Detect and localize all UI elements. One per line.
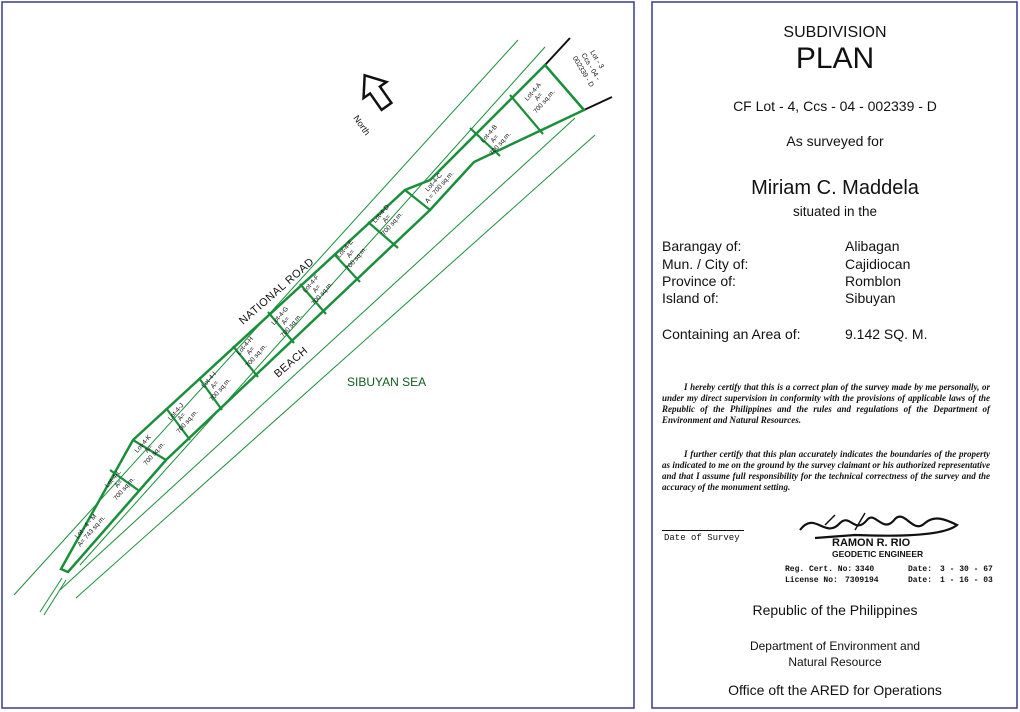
beach-label: BEACH <box>272 345 310 381</box>
national-road-line-right <box>79 46 546 566</box>
lot-divider <box>509 94 544 135</box>
lot-divider <box>198 377 223 411</box>
lot-area: A= <box>312 284 323 295</box>
date-of-survey-line <box>662 530 744 531</box>
barangay-value: Alibagan <box>845 238 900 254</box>
lot-label: Lot-4-HA=700 sq.m. <box>235 335 268 369</box>
reg-cert-label: Reg. Cert. No: <box>785 565 853 574</box>
department-line-1: Department of Environment and <box>749 639 921 653</box>
lot-divider <box>333 253 361 283</box>
lot-labels: Lot-4-AA=700 sq.m.Lot-4-BA=700 sq.m.Lot-… <box>74 81 557 548</box>
beach-line-right <box>75 134 596 599</box>
license-date-label: Date: <box>908 576 933 585</box>
lot-label: Lot-4-LA=700 sq.m. <box>104 469 137 502</box>
north-arrow-icon <box>362 73 394 112</box>
province-label: Province of: <box>662 273 736 289</box>
lot-label: Lot-4-IA=700 sq.m. <box>200 371 232 403</box>
republic-label: Republic of the Philippines <box>752 602 918 618</box>
lot-label: Lot-4-CA = 700 sq.m. <box>424 170 456 205</box>
certification-paragraph-2: I further certify that this plan accurat… <box>662 449 990 492</box>
tail-line-1 <box>39 577 63 613</box>
lot-divider <box>404 189 431 211</box>
city-value: Cajidiocan <box>845 256 911 272</box>
plan-type-label: SUBDIVISION <box>783 24 887 41</box>
license-number: 7309194 <box>845 576 879 585</box>
lot-divider <box>132 439 167 461</box>
island-value: Sibuyan <box>845 290 896 306</box>
lot-area: A= <box>144 444 155 455</box>
lot-label: Lot-4-FA=700 sq.m. <box>302 274 335 307</box>
surveyed-for-label: As surveyed for <box>786 133 884 149</box>
right-panel-border <box>651 1 1018 709</box>
north-label: North <box>351 113 372 137</box>
lot-area: A= <box>246 346 257 357</box>
island-label: Island of: <box>662 290 719 306</box>
lot-divider <box>165 407 191 441</box>
province-value: Romblon <box>845 273 902 289</box>
license-label: License No: <box>785 576 838 585</box>
subdivision-outline <box>59 63 587 574</box>
lot3-boundary-top <box>544 37 571 66</box>
lot-divider <box>469 127 501 157</box>
owner-name: Miriam C. Maddela <box>751 177 919 199</box>
engineer-position: GEODETIC ENGINEER <box>832 549 924 559</box>
lot-divider <box>299 283 327 315</box>
title-block: SUBDIVISION PLAN CF Lot - 4, Ccs - 04 - … <box>650 0 1020 712</box>
lot-area: A= <box>346 249 357 260</box>
barangay-label: Barangay of: <box>662 238 742 254</box>
beach-line-left <box>59 117 576 591</box>
lot-area: A= <box>490 134 501 145</box>
sibuyan-sea-label: SIBUYAN SEA <box>347 375 426 389</box>
plan-title: PLAN <box>795 42 875 75</box>
lot-label: Lot-4-EA=700 sq.m. <box>336 238 369 272</box>
adjacent-lot-label: Lot - 3 Ccs - 04 - 002339 - D <box>571 49 605 88</box>
department-line-2: Natural Resource <box>788 655 882 669</box>
situated-label: situated in the <box>792 204 878 219</box>
lot-divider <box>109 469 139 491</box>
tail-line-2 <box>43 579 67 616</box>
city-label: Mun. / City of: <box>662 256 749 272</box>
license-date: 1 - 16 - 03 <box>940 576 993 585</box>
lot-area: A= <box>210 380 221 391</box>
lot3-boundary-bottom <box>583 96 613 111</box>
lot-divider <box>267 311 295 344</box>
lot-dividers <box>109 94 544 491</box>
lot-area: A= <box>177 412 188 423</box>
lot-area: A= <box>281 316 292 327</box>
signature-scribble <box>799 512 959 540</box>
reg-cert-number: 3340 <box>855 565 875 574</box>
lot-reference: CF Lot - 4, Ccs - 04 - 002339 - D <box>733 98 937 114</box>
reg-date-label: Date: <box>908 565 933 574</box>
lot-label: Lot-4-JA=700 sq.m. <box>167 402 200 435</box>
area-label: Containing an Area of: <box>662 326 801 342</box>
engineer-name: RAMON R. RIO <box>832 537 911 549</box>
area-value: 9.142 SQ. M. <box>845 326 928 342</box>
lot-area: A= <box>534 92 545 103</box>
lot-area: A= <box>382 214 393 225</box>
reg-date: 3 - 30 - 67 <box>940 565 993 574</box>
lot-label: Lot - 4 - MA= 743 sq.m. <box>74 513 107 548</box>
left-panel-border <box>1 1 635 709</box>
lot-divider <box>232 345 259 378</box>
lot-label: Lot-4-DA=700 sq.m. <box>371 203 404 237</box>
certification-paragraph-1: I hereby certify that this is a correct … <box>662 382 990 425</box>
lot-divider <box>367 221 399 249</box>
office-label: Office oft the ARED for Operations <box>728 682 942 698</box>
lot-area: A= <box>114 479 125 490</box>
date-of-survey-label: Date of Survey <box>664 533 740 543</box>
